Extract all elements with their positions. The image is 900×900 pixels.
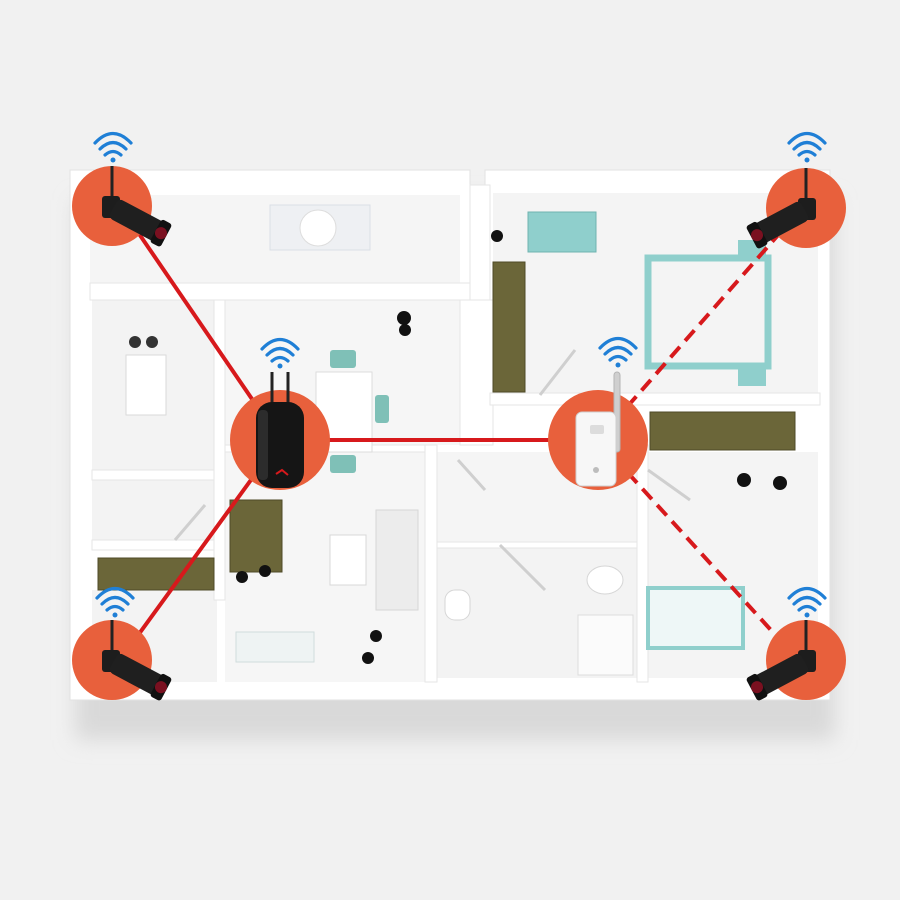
wifi-icon xyxy=(260,337,300,369)
bed-small xyxy=(646,586,745,650)
house-floorplan xyxy=(69,169,835,740)
hall-table xyxy=(299,209,337,247)
coffee-table xyxy=(329,534,367,586)
camera-icon xyxy=(102,166,172,247)
kitchen-counter xyxy=(125,354,167,416)
room-corridor-left xyxy=(92,480,214,540)
camera-icon xyxy=(102,620,172,701)
node-cam-top-left xyxy=(72,131,172,247)
toilet xyxy=(444,589,471,621)
tv-stand xyxy=(235,631,315,663)
wifi-icon xyxy=(95,586,135,618)
sofa xyxy=(375,509,419,611)
node-cam-bottom-right xyxy=(746,586,846,701)
lamps xyxy=(236,230,787,664)
link-repeater-to-cam-top-right xyxy=(596,208,802,442)
wifi-icon xyxy=(598,336,638,368)
doors xyxy=(173,349,691,592)
node-repeater xyxy=(548,336,648,490)
stove-burner xyxy=(146,336,158,348)
wifi-icon xyxy=(787,131,827,163)
sink xyxy=(586,565,624,595)
link-repeater-to-cam-bottom-right xyxy=(596,438,802,664)
node-cam-top-right xyxy=(746,131,846,249)
links xyxy=(118,204,802,664)
desk-teal xyxy=(527,211,597,253)
camera-icon xyxy=(746,620,816,701)
wifi-icon xyxy=(787,586,827,618)
node-nvr xyxy=(230,337,330,490)
bathtub xyxy=(577,614,634,676)
wardrobes xyxy=(97,261,796,591)
node-cam-bottom-left xyxy=(72,586,172,701)
nvr-icon xyxy=(256,372,304,488)
wifi-icon xyxy=(93,131,133,163)
camera-icon xyxy=(746,168,816,249)
stove-burner xyxy=(129,336,141,348)
repeater-icon xyxy=(575,371,621,487)
